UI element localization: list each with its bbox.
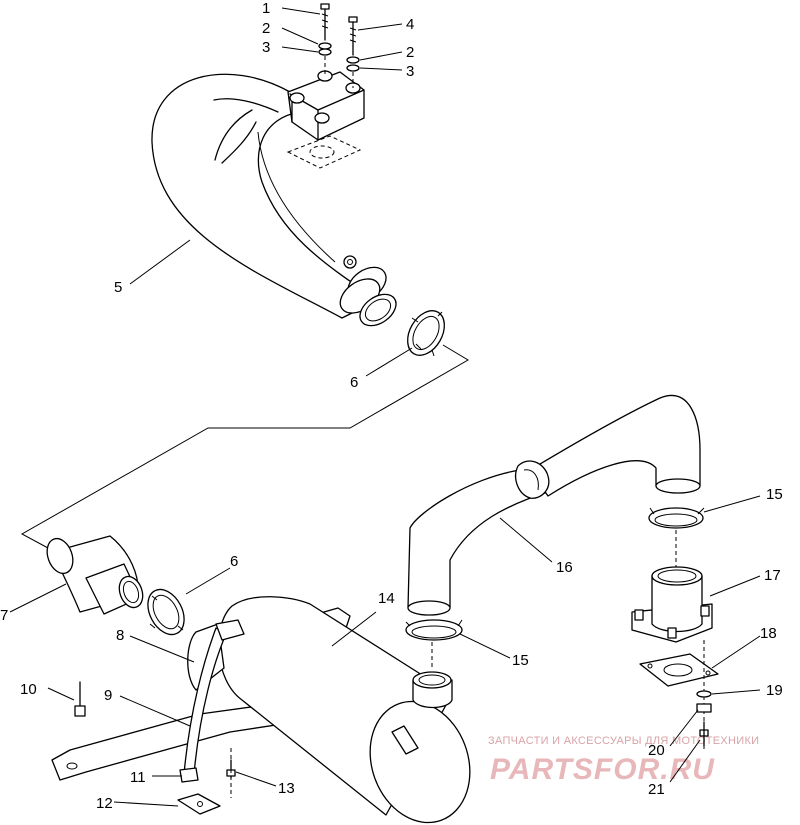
exhaust-pipe-part-5 <box>151 70 397 327</box>
callout-12: 12 <box>96 795 113 812</box>
flange-part-17 <box>631 566 713 643</box>
callout-11: 11 <box>130 769 146 786</box>
callout-15-lower: 15 <box>512 652 529 669</box>
callout-18: 18 <box>760 625 777 642</box>
callout-19: 19 <box>766 682 783 699</box>
nut-part-20 <box>696 703 712 713</box>
callout-3-right: 3 <box>406 63 414 80</box>
callout-1: 1 <box>262 0 270 17</box>
washer-part-2-left <box>318 42 332 50</box>
plate-part-12 <box>177 793 221 815</box>
tail-pipe-part-16 <box>407 395 701 616</box>
assembly-reference-line <box>20 344 469 549</box>
callout-13: 13 <box>278 780 295 797</box>
callout-2-left: 2 <box>262 20 270 37</box>
callout-9: 9 <box>104 687 112 704</box>
coupler-pipe-part-7 <box>46 535 144 615</box>
washer-part-3-right <box>346 64 360 72</box>
clamp-part-6-lower <box>147 588 185 636</box>
callout-10: 10 <box>20 681 37 698</box>
bolt-part-4 <box>348 16 358 56</box>
bolt-part-21 <box>699 721 709 747</box>
callout-7: 7 <box>0 607 8 624</box>
leader-lines <box>9 7 761 807</box>
bolt-part-1 <box>320 3 330 41</box>
callout-21: 21 <box>648 781 665 798</box>
gasket-part-18 <box>639 653 719 687</box>
callout-3-left: 3 <box>262 39 270 56</box>
washer-part-19 <box>696 690 712 698</box>
clamp-part-6-upper <box>407 310 445 357</box>
clamp-part-15-lower <box>405 619 463 641</box>
callout-5: 5 <box>114 279 122 296</box>
callout-8: 8 <box>116 627 124 644</box>
watermark-brand: PARTSFOR.RU <box>490 753 715 786</box>
screw-part-10 <box>74 681 86 717</box>
watermark-tagline: ЗАПЧАСТИ И АКСЕССУАРЫ ДЛЯ МОТОТЕХНИКИ <box>488 735 759 747</box>
callout-labels: 1 2 3 4 2 3 5 6 6 7 8 9 10 11 12 13 14 1… <box>0 0 783 812</box>
callout-15-upper: 15 <box>766 486 783 503</box>
callout-6-lower: 6 <box>230 553 238 570</box>
callout-20: 20 <box>648 742 665 759</box>
muffler-part-14 <box>187 596 471 824</box>
callout-2-right: 2 <box>406 44 414 61</box>
washer-part-2-right <box>346 56 360 64</box>
clamp-part-15-upper <box>648 507 705 529</box>
washer-part-3-left <box>318 48 332 56</box>
strap-part-8 <box>179 619 245 783</box>
callout-17: 17 <box>764 567 781 584</box>
callout-16: 16 <box>556 559 573 576</box>
callout-14: 14 <box>378 590 395 607</box>
callout-6-upper: 6 <box>350 374 358 391</box>
callout-4: 4 <box>406 16 414 33</box>
watermark: ЗАПЧАСТИ И АКСЕССУАРЫ ДЛЯ МОТОТЕХНИКИ PA… <box>488 735 759 786</box>
